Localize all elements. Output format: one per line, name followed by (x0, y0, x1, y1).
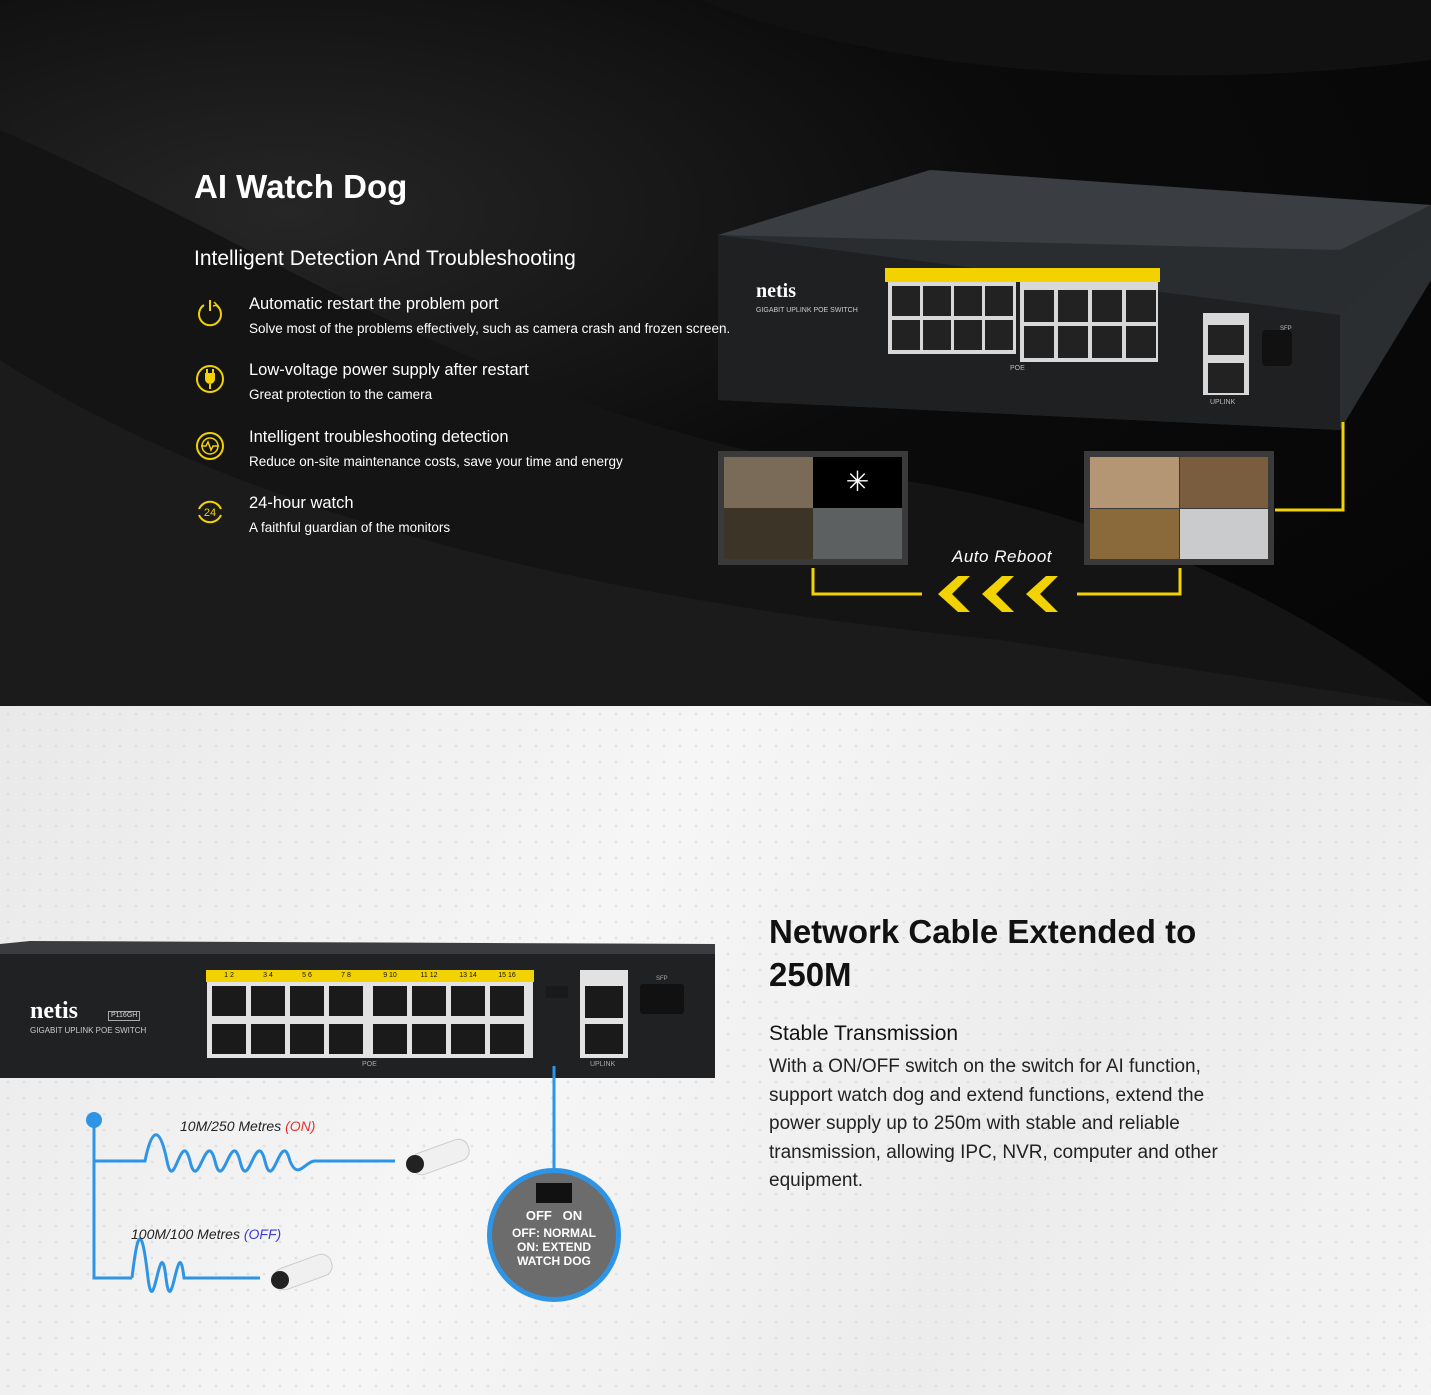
svg-text:GIGABIT UPLINK POE SWITCH: GIGABIT UPLINK POE SWITCH (30, 1026, 147, 1035)
svg-text:POE: POE (1010, 365, 1025, 372)
poe-switch-front-image: netis GIGABIT UPLINK POE SWITCH POE UPLI… (0, 941, 715, 1078)
switch-states: OFF ON (525, 1208, 583, 1223)
arrow-left-icon (938, 576, 1058, 612)
section-body: With a ON/OFF switch on the switch for A… (769, 1056, 1218, 1191)
svg-text:24: 24 (204, 507, 216, 519)
section-title: AI Watch Dog (194, 168, 408, 205)
feature-auto-restart: Automatic restart the problem port Solve… (194, 295, 794, 345)
loading-spinner-icon: ✳ (813, 457, 902, 508)
feature-low-voltage: Low-voltage power supply after restart G… (194, 361, 794, 411)
brand-logo: netis (756, 280, 796, 302)
section-title: Network Cable Extended to 250M (769, 913, 1197, 993)
feature-title: Intelligent troubleshooting detection (249, 428, 509, 446)
brand-logo: netis (30, 998, 78, 1024)
port-label: 3 4 (263, 972, 273, 979)
reboot-flow-lines (811, 422, 1345, 612)
port-label: 11 12 (420, 972, 438, 979)
port-label: 15 16 (498, 972, 516, 979)
svg-text:GIGABIT UPLINK POE SWITCH: GIGABIT UPLINK POE SWITCH (756, 307, 858, 314)
cable-extension-section: netis GIGABIT UPLINK POE SWITCH POE UPLI… (0, 706, 1431, 1395)
switch-callout: OFF ON OFF: NORMAL ON: EXTEND WATCH DOG (487, 1168, 621, 1302)
camera-icon (271, 1253, 333, 1291)
port-label: 7 8 (341, 972, 351, 979)
switch-off-desc: OFF: NORMAL (512, 1226, 596, 1240)
svg-text:UPLINK: UPLINK (590, 1061, 616, 1068)
24-hour-icon: 24 (198, 500, 222, 524)
feature-desc: Solve most of the problems effectively, … (249, 321, 731, 336)
background-waves (0, 0, 1431, 706)
feature-24h-watch: 24 24-hour watch A faithful guardian of … (194, 494, 794, 544)
port-label: 13 14 (459, 972, 477, 979)
switch-wd-desc: WATCH DOG (517, 1254, 591, 1268)
line-off-label: 100M/100 Metres (OFF) (131, 1226, 282, 1242)
pulse-detection-icon (196, 432, 224, 460)
feature-troubleshooting: Intelligent troubleshooting detection Re… (194, 428, 794, 478)
feature-desc: Great protection to the camera (249, 387, 433, 402)
feature-desc: Reduce on-site maintenance costs, save y… (249, 454, 623, 469)
toggle-switch-icon (536, 1183, 572, 1203)
model-badge: P116GH (108, 1011, 141, 1021)
auto-reboot-label: Auto Reboot (952, 547, 1053, 566)
feature-title: Low-voltage power supply after restart (249, 361, 529, 379)
feature-title: Automatic restart the problem port (249, 295, 499, 313)
port-label: 1 2 (224, 972, 234, 979)
feature-title: 24-hour watch (249, 494, 354, 512)
port-label: 5 6 (302, 972, 312, 979)
svg-text:UPLINK: UPLINK (1210, 399, 1236, 406)
poe-switch-image: netis GIGABIT UPLINK POE SWITCH POE UPLI… (718, 170, 1431, 430)
monitor-restored (1084, 451, 1274, 565)
svg-text:SFP: SFP (656, 976, 668, 982)
svg-text:POE: POE (362, 1061, 377, 1068)
port-label: 9 10 (383, 972, 397, 979)
monitor-frozen: ✳ (718, 451, 908, 565)
section-subtitle: Stable Transmission (769, 1022, 959, 1045)
feature-desc: A faithful guardian of the monitors (249, 520, 451, 535)
power-restart-icon (198, 300, 222, 327)
camera-icon (406, 1138, 470, 1176)
section-subtitle: Intelligent Detection And Troubleshootin… (194, 247, 576, 270)
line-on-label: 10M/250 Metres (ON) (180, 1118, 316, 1134)
power-plug-icon (196, 365, 224, 393)
switch-on-desc: ON: EXTEND (516, 1240, 591, 1254)
cable-diagram (86, 1066, 556, 1293)
ai-watchdog-section: AI Watch Dog Intelligent Detection And T… (0, 0, 1431, 706)
svg-text:SFP: SFP (1280, 326, 1292, 332)
